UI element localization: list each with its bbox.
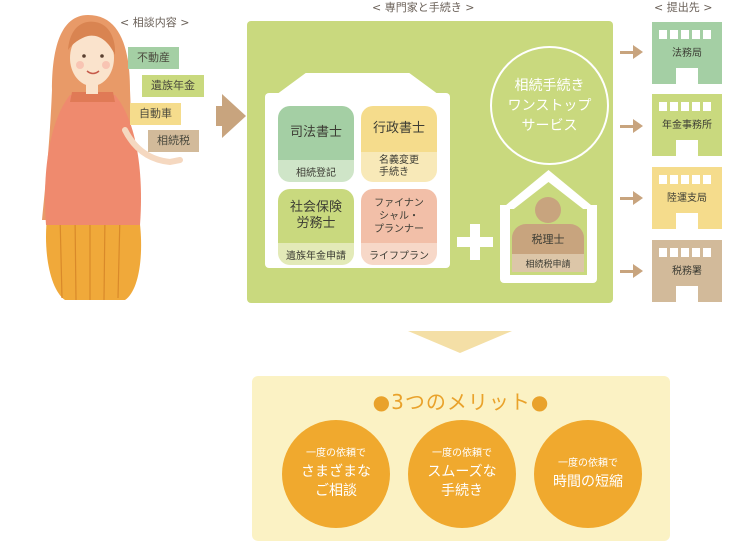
expert-title: 司法書士	[278, 106, 354, 160]
merit-small-text: 一度の依頼で	[306, 448, 366, 459]
office-legal-affairs-bureau: 法務局	[652, 22, 722, 84]
person-icon	[535, 197, 561, 223]
merit-big-text: スムーズな 手続き	[427, 464, 497, 499]
office-label: 年金事務所	[662, 120, 712, 131]
expert-administrative-scrivener: 行政書士 名義変更 手続き	[361, 106, 437, 182]
expert-financial-planner: ファイナン シャル・ プランナー ライフプラン	[361, 189, 437, 265]
office-pension-office: 年金事務所	[652, 94, 722, 156]
expert-labor-consultant: 社会保険 労務士 遺族年金申請	[278, 189, 354, 265]
office-tax-office: 税務署	[652, 240, 722, 302]
expert-title: 行政書士	[361, 106, 437, 152]
consult-tag-real-estate: 不動産	[128, 47, 179, 69]
experts-caption: < 専門家と手続き >	[372, 1, 475, 14]
woman-illustration	[42, 15, 183, 301]
expert-subtitle: 名義変更 手続き	[361, 152, 437, 182]
expert-title: 社会保険 労務士	[278, 189, 354, 243]
merit-big-text: 時間の短縮	[553, 473, 623, 490]
merit-circle: 一度の依頼で スムーズな 手続き	[408, 420, 516, 528]
consult-caption: < 相談内容 >	[120, 16, 190, 29]
consult-tag-pension: 遺族年金	[142, 75, 204, 97]
tax-accountant-subtitle: 相続税申請	[512, 254, 584, 272]
consult-tag-inheritance-tax: 相続税	[148, 130, 199, 152]
office-label: 法務局	[672, 48, 702, 59]
down-arrow	[408, 331, 512, 353]
tax-accountant-title: 税理士	[512, 224, 584, 254]
office-label: 陸運支局	[667, 193, 707, 204]
consult-tag-car: 自動車	[130, 103, 181, 125]
onestop-service-circle: 相続手続き ワンストップ サービス	[490, 46, 609, 165]
submit-caption: < 提出先 >	[654, 1, 713, 14]
expert-judicial-scrivener: 司法書士 相続登記	[278, 106, 354, 182]
expert-subtitle: 相続登記	[278, 160, 354, 182]
merit-big-text: さまざまな ご相談	[301, 464, 371, 499]
expert-subtitle: ライフプラン	[361, 243, 437, 265]
expert-title: ファイナン シャル・ プランナー	[361, 189, 437, 243]
merit-small-text: 一度の依頼で	[432, 448, 492, 459]
office-transport-bureau: 陸運支局	[652, 167, 722, 229]
expert-subtitle: 遺族年金申請	[278, 243, 354, 265]
plus-icon-vertical	[470, 224, 480, 260]
merit-small-text: 一度の依頼で	[558, 457, 618, 469]
merit-circle: 一度の依頼で さまざまな ご相談	[282, 420, 390, 528]
office-label: 税務署	[672, 266, 702, 277]
merit-circle: 一度の依頼で 時間の短縮	[534, 420, 642, 528]
merit-title: ●3つのメリット●	[372, 390, 550, 414]
